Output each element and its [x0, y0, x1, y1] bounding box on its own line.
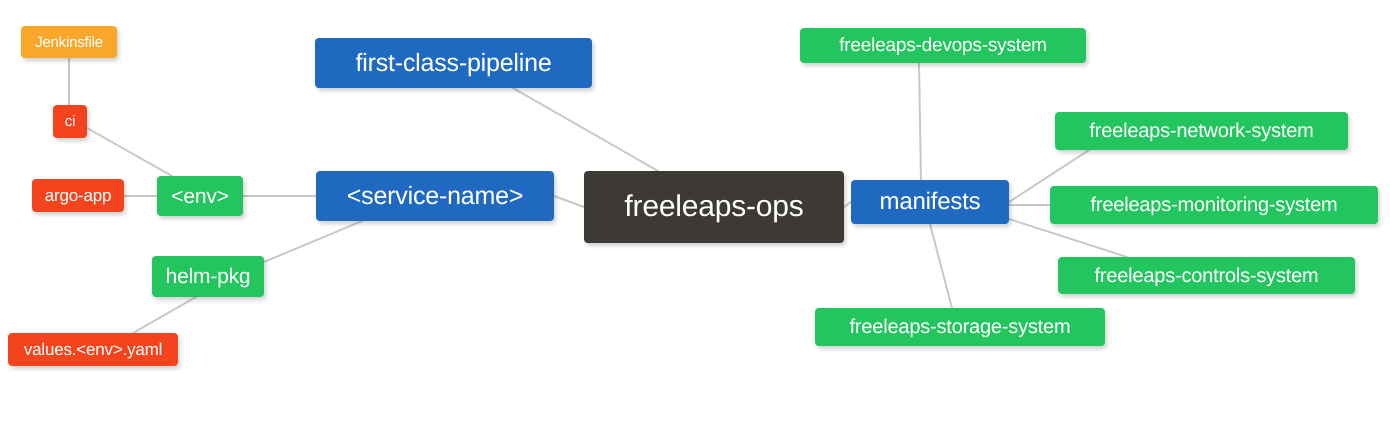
node-argo-app[interactable]: argo-app [32, 179, 124, 212]
node-label: freeleaps-controls-system [1094, 264, 1319, 287]
node-label: <env> [171, 184, 229, 208]
node-freeleaps-devops-system[interactable]: freeleaps-devops-system [800, 28, 1086, 63]
edge-helm-pkg-to-values-yaml [132, 296, 197, 334]
edge-freeleaps-ops-to-service-name [553, 195, 585, 208]
node-env[interactable]: <env> [157, 176, 243, 216]
node-manifests[interactable]: manifests [851, 180, 1009, 224]
node-label: values.<env>.yaml [23, 340, 163, 359]
node-label: freeleaps-ops [624, 190, 804, 223]
node-jenkinsfile[interactable]: Jenkinsfile [21, 26, 117, 58]
edge-manifests-to-freeleaps-devops-system [918, 62, 922, 181]
node-values-yaml[interactable]: values.<env>.yaml [8, 333, 178, 366]
node-first-class-pipeline[interactable]: first-class-pipeline [315, 38, 592, 88]
edge-service-name-to-helm-pkg [263, 220, 363, 263]
edge-env-to-ci [86, 127, 173, 177]
edge-manifests-to-freeleaps-controls-system [1008, 218, 1128, 258]
node-label: ci [64, 113, 76, 130]
node-label: freeleaps-storage-system [849, 316, 1071, 338]
node-label: <service-name> [346, 181, 524, 210]
node-freeleaps-monitoring-system[interactable]: freeleaps-monitoring-system [1050, 186, 1378, 224]
node-freeleaps-controls-system[interactable]: freeleaps-controls-system [1058, 257, 1355, 294]
node-helm-pkg[interactable]: helm-pkg [152, 256, 264, 297]
node-label: Jenkinsfile [35, 33, 103, 51]
node-label: argo-app [44, 186, 112, 205]
node-label: freeleaps-network-system [1089, 120, 1314, 142]
node-label: manifests [879, 188, 981, 215]
node-freeleaps-network-system[interactable]: freeleaps-network-system [1055, 112, 1348, 150]
node-freeleaps-ops[interactable]: freeleaps-ops [584, 171, 844, 243]
node-label: helm-pkg [165, 265, 251, 288]
node-service-name[interactable]: <service-name> [316, 171, 554, 221]
node-freeleaps-storage-system[interactable]: freeleaps-storage-system [815, 308, 1105, 346]
edge-manifests-to-freeleaps-storage-system [929, 223, 953, 309]
edge-freeleaps-ops-to-manifests [843, 201, 852, 208]
node-ci[interactable]: ci [53, 105, 87, 138]
node-label: freeleaps-monitoring-system [1090, 194, 1338, 216]
edge-freeleaps-ops-to-first-class-pipeline [512, 87, 659, 172]
node-label: freeleaps-devops-system [839, 35, 1047, 56]
node-label: first-class-pipeline [355, 48, 552, 77]
